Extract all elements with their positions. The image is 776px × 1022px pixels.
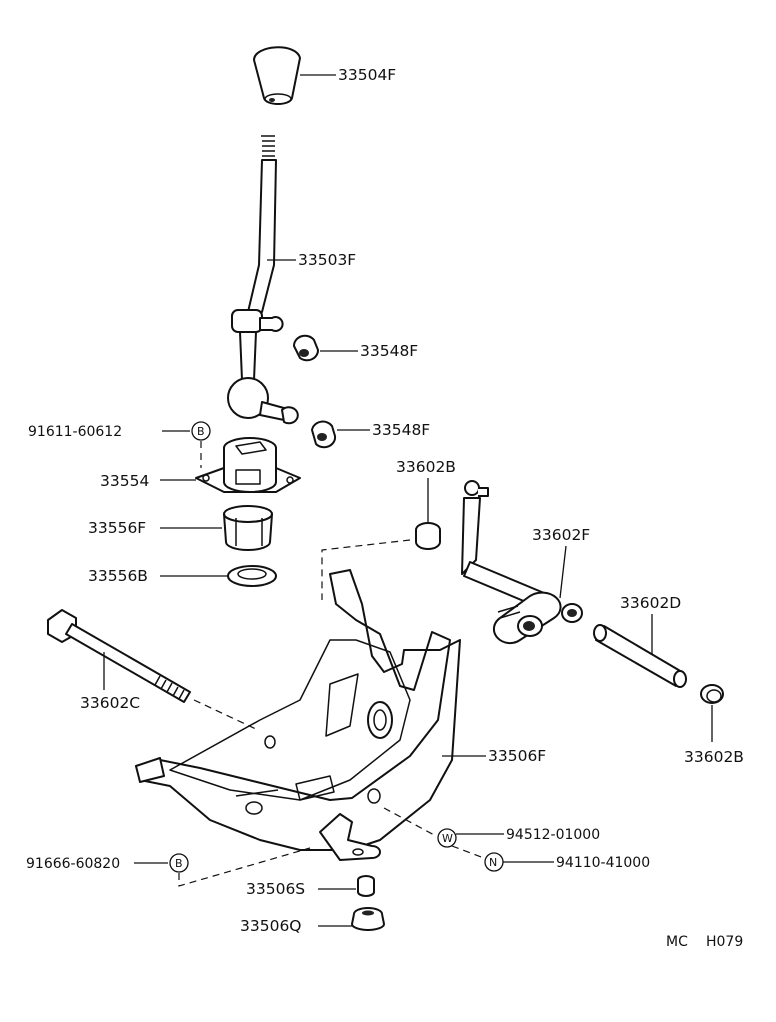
- symbol-n: N: [489, 856, 497, 869]
- label-33602f: 33602F: [532, 526, 590, 544]
- ring-drawing: [227, 565, 277, 587]
- cushion-drawing: [351, 907, 385, 931]
- shaft-drawing: [593, 624, 687, 688]
- symbol-b-upper: B: [197, 425, 205, 438]
- symbol-b-lower: B: [175, 857, 183, 870]
- retainer-drawing: [195, 437, 301, 493]
- shift-lever-drawing: [227, 135, 299, 425]
- spacer-drawing: [357, 875, 375, 897]
- symbol-w: W: [442, 832, 453, 845]
- label-33506q: 33506Q: [240, 917, 302, 935]
- label-33602b-top: 33602B: [396, 458, 456, 476]
- label-33602c: 33602C: [80, 694, 140, 712]
- footer-code-right: H079: [706, 934, 743, 950]
- label-33506s: 33506S: [246, 880, 305, 898]
- symbol-b-upper-circle: [191, 421, 211, 441]
- footer-code-left: MC: [666, 934, 688, 950]
- label-91666-60820: 91666-60820: [26, 856, 120, 872]
- label-33548f-lower: 33548F: [372, 421, 430, 439]
- label-33503f: 33503F: [298, 251, 356, 269]
- selector-lever-drawing: [461, 480, 583, 645]
- dash-bolt-b-lower: [178, 847, 311, 887]
- bushing-b-right-drawing: [700, 684, 724, 704]
- label-91611-60612: 91611-60612: [28, 424, 122, 440]
- leader-selector-lever: [559, 545, 567, 599]
- seat-drawing: [223, 505, 273, 551]
- symbol-w-circle: [437, 828, 457, 848]
- label-33548f-upper: 33548F: [360, 342, 418, 360]
- label-94110-41000: 94110-41000: [556, 855, 650, 871]
- label-33554: 33554: [100, 472, 149, 490]
- bushing-lower-drawing: [311, 420, 337, 449]
- label-33602b-right: 33602B: [684, 748, 744, 766]
- dash-nut: [451, 845, 485, 859]
- bushing-upper-drawing: [292, 334, 320, 362]
- label-33556b: 33556B: [88, 567, 148, 585]
- label-94512-01000: 94512-01000: [506, 827, 600, 843]
- long-bolt-drawing: [47, 609, 191, 703]
- label-33602d: 33602D: [620, 594, 681, 612]
- dash-bushing-b-top: [321, 539, 411, 600]
- shift-knob-drawing: [253, 46, 301, 105]
- label-33504f: 33504F: [338, 66, 396, 84]
- symbol-b-lower-circle: [169, 853, 189, 873]
- dash-washer: [383, 807, 437, 837]
- bushing-b-top-drawing: [415, 522, 441, 550]
- label-33556f: 33556F: [88, 519, 146, 537]
- dash-long-bolt: [193, 699, 259, 731]
- bracket-drawing: [135, 569, 461, 861]
- label-33506f: 33506F: [488, 747, 546, 765]
